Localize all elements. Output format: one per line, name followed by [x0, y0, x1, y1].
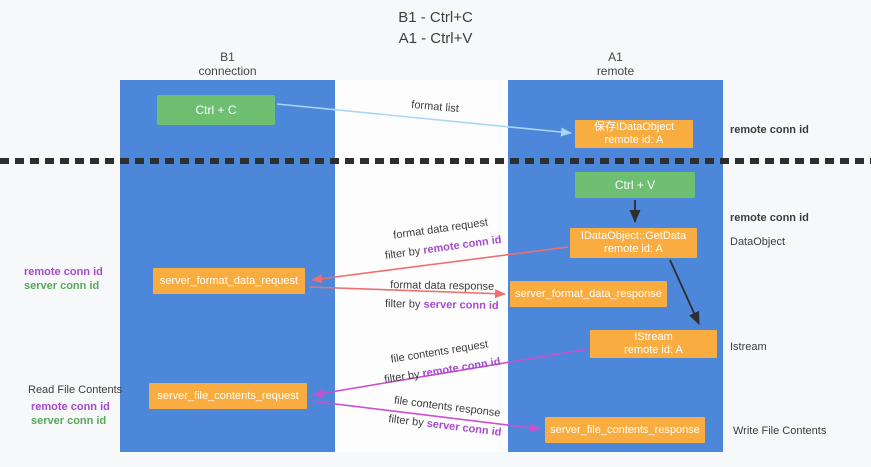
node-istream: IStream remote id: A — [590, 330, 717, 358]
node-istream-line1: IStream — [634, 331, 673, 343]
node-ctrl-c-label: Ctrl + C — [195, 103, 237, 117]
left-format-remote-conn-id: remote conn id — [24, 266, 103, 278]
annotation-istream: Istream — [730, 341, 767, 353]
lane-header-a1: A1 remote — [508, 50, 723, 78]
diagram-title: B1 - Ctrl+C A1 - Ctrl+V — [0, 7, 871, 49]
title-line-1: B1 - Ctrl+C — [398, 9, 473, 26]
lane-b1-role: connection — [198, 64, 257, 78]
node-istream-line2: remote id: A — [624, 344, 683, 356]
lane-a1-name: A1 — [608, 50, 623, 64]
annotation-remote-conn-id-top: remote conn id — [730, 124, 809, 136]
annotation-write-file-contents: Write File Contents — [733, 425, 827, 437]
left-file-server-conn-id: server conn id — [31, 415, 107, 427]
filter-by-text: filter by — [383, 368, 424, 386]
node-file-response-label: server_file_contents_response — [550, 423, 700, 436]
node-getdata-line2: remote id: A — [604, 243, 663, 255]
node-server-format-data-response: server_format_data_response — [510, 281, 667, 307]
node-file-request-label: server_file_contents_request — [157, 389, 299, 402]
node-server-format-data-request: server_format_data_request — [153, 268, 305, 294]
annotation-left-format-ids: remote conn id server conn id — [24, 265, 103, 293]
node-format-request-label: server_format_data_request — [159, 274, 299, 287]
annotation-read-file-contents: Read File Contents — [28, 384, 123, 396]
lane-header-b1: B1 connection — [120, 50, 335, 78]
annotation-dataobject: DataObject — [730, 236, 786, 248]
node-save-idataobject-line1: 保存IDataObject — [593, 121, 675, 133]
label-format-data-response: format data response filter by server co… — [353, 275, 532, 316]
format-data-response-filter: filter by server conn id — [353, 294, 531, 316]
left-format-server-conn-id: server conn id — [24, 280, 100, 292]
node-getdata-line1: IDataObject::GetData — [580, 230, 687, 242]
annotation-remote-conn-id-mid: remote conn id — [730, 212, 809, 224]
node-ctrl-c: Ctrl + C — [157, 95, 275, 125]
left-file-remote-conn-id: remote conn id — [31, 401, 110, 413]
node-server-file-contents-request: server_file_contents_request — [149, 383, 307, 409]
node-save-idataobject: 保存IDataObject remote id: A — [575, 120, 693, 148]
filter-by-text: filter by — [384, 298, 424, 311]
node-ctrl-v-label: Ctrl + V — [614, 178, 656, 192]
filter-by-text: filter by — [387, 413, 428, 430]
node-idataobject-getdata: IDataObject::GetData remote id: A — [570, 228, 697, 258]
annotation-left-file-ids: remote conn id server conn id — [31, 400, 110, 428]
node-format-response-label: server_format_data_response — [515, 287, 662, 300]
server-conn-id-text: server conn id — [423, 298, 499, 312]
node-save-idataobject-line2: remote id: A — [604, 134, 664, 146]
node-ctrl-v: Ctrl + V — [575, 172, 695, 198]
lane-b1-name: B1 — [220, 50, 235, 64]
lane-a1-role: remote — [596, 64, 635, 78]
title-line-2: A1 - Ctrl+V — [398, 30, 473, 47]
node-server-file-contents-response: server_file_contents_response — [545, 417, 705, 443]
filter-by-text: filter by — [384, 244, 425, 263]
